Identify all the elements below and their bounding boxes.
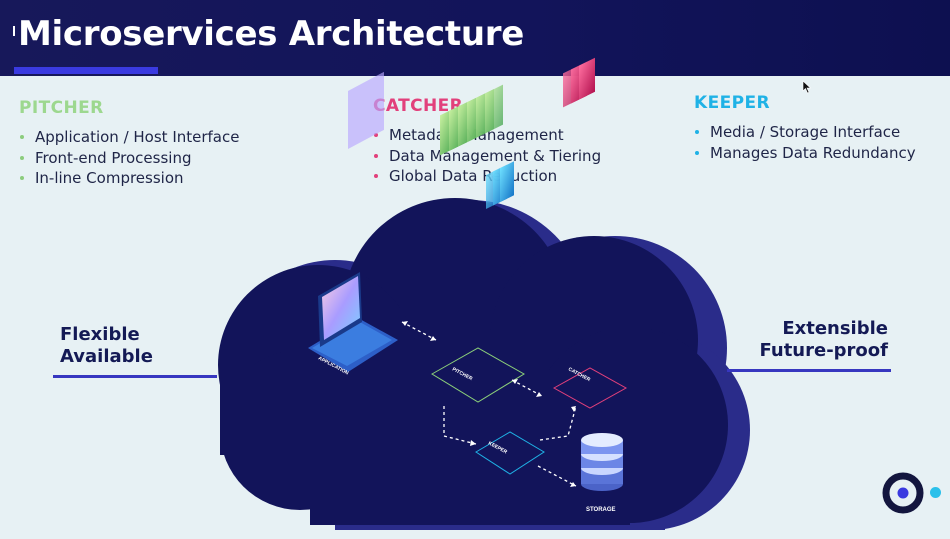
page-title: Microservices Architecture <box>18 14 524 54</box>
pitcher-column: PITCHER Application / Host Interface Fro… <box>19 98 239 189</box>
mouse-cursor-icon <box>802 80 812 94</box>
header-tick-mark <box>13 26 15 36</box>
extensible-text: Extensible <box>782 318 888 339</box>
pitcher-node: PITCHER <box>431 84 525 403</box>
storage-node: STORAGE <box>581 433 623 513</box>
list-item: Global Data Reduction <box>373 166 601 187</box>
connector-keeper-catcher <box>539 405 577 441</box>
keeper-heading: KEEPER <box>694 93 770 113</box>
list-item: In-line Compression <box>19 168 239 189</box>
circle-logo-icon <box>882 472 924 514</box>
connector-pitcher-keeper <box>443 406 477 445</box>
left-divider-line <box>53 375 217 378</box>
connectors <box>401 321 577 487</box>
cloud-shape <box>218 198 728 525</box>
right-divider-line <box>727 369 891 372</box>
storage-label: STORAGE <box>586 507 616 513</box>
logo-accent-dot <box>930 487 941 498</box>
flexible-text: Flexible <box>60 324 140 345</box>
application-laptop: APPLICATION <box>308 71 398 377</box>
connector-keeper-storage <box>537 465 577 487</box>
list-item: Manages Data Redundancy <box>694 143 916 164</box>
list-item: Application / Host Interface <box>19 127 239 148</box>
header-bar: Microservices Architecture <box>0 0 950 76</box>
future-proof-text: Future-proof <box>759 340 888 361</box>
connector-arrowheads <box>402 321 576 487</box>
available-text: Available <box>60 346 153 367</box>
flexible-available-label: Flexible Available <box>60 324 153 368</box>
pitcher-heading: PITCHER <box>19 98 104 118</box>
catcher-heading: CATCHER <box>373 96 464 116</box>
title-accent-bar <box>14 67 158 74</box>
extensible-futureproof-label: Extensible Future-proof <box>759 318 888 362</box>
list-item: Media / Storage Interface <box>694 122 916 143</box>
list-item: Front-end Processing <box>19 148 239 169</box>
catcher-node: CATCHER <box>552 57 628 409</box>
connector-app-pitcher <box>401 321 437 341</box>
keeper-column: KEEPER Media / Storage Interface Manages… <box>694 93 916 163</box>
